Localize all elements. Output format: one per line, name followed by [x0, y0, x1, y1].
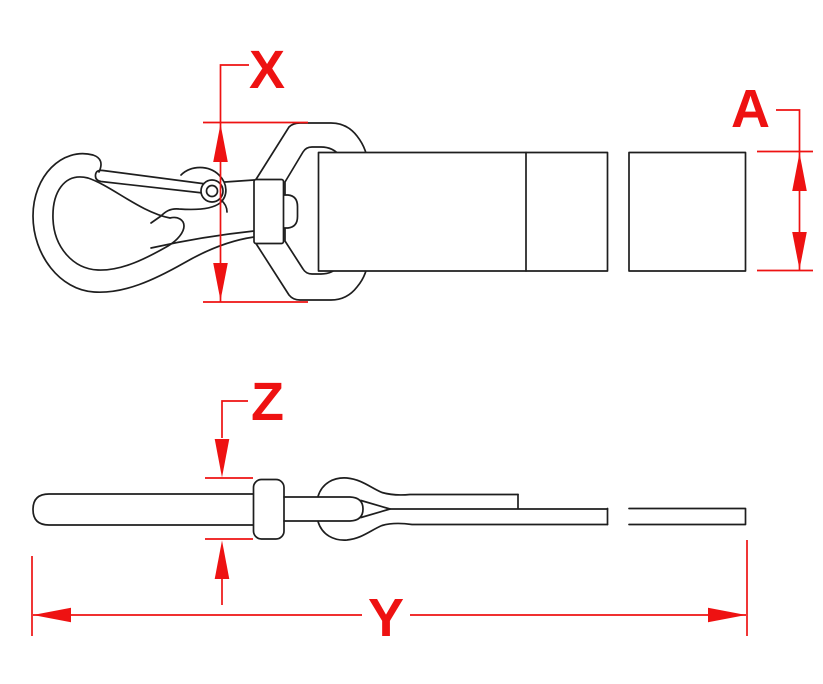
- dim-z-arrow-up: [214, 540, 230, 579]
- top-view: [32, 122, 747, 301]
- boss-body-arc: [220, 199, 228, 213]
- snap-hook-outer-loop: [32, 152, 255, 293]
- snap-hook-inner-opening: [52, 176, 185, 271]
- dim-a-arrow-up: [792, 153, 807, 191]
- eye-top-arc: [317, 477, 519, 498]
- rivet-inner: [205, 184, 219, 198]
- dimension-x: X: [203, 40, 308, 303]
- strap-segment-2: [628, 151, 747, 272]
- rivet-outer: [200, 179, 224, 203]
- dimension-y: Y: [31, 540, 748, 648]
- barrel-bump: [282, 194, 299, 229]
- dim-z-leader: [221, 400, 248, 438]
- swivel-barrel: [253, 178, 285, 245]
- dim-y-arrow-right: [708, 607, 746, 623]
- strap-fold-v: [360, 499, 391, 519]
- dimension-a: A: [731, 79, 813, 272]
- hook-profile-bar: [32, 493, 256, 526]
- strap-profile-segment-2: [628, 507, 747, 526]
- side-view: [32, 477, 747, 541]
- dim-a-label: A: [731, 79, 770, 139]
- dim-x-label: X: [249, 40, 285, 100]
- swivel-stub: [283, 496, 364, 522]
- hook-body-bottom-edge: [150, 230, 255, 249]
- dim-y-label: Y: [368, 588, 404, 648]
- dim-x-arrow-up: [213, 124, 228, 162]
- swivel-collar: [252, 478, 285, 540]
- dim-x-line-and-leader: [219, 64, 249, 302]
- dim-z-arrow-down: [214, 439, 230, 478]
- dim-a-leader: [776, 109, 801, 152]
- strap-segment-1: [317, 151, 609, 272]
- dim-a-arrow-down: [792, 232, 807, 270]
- dim-x-arrow-down: [213, 263, 228, 301]
- dimension-z: Z: [205, 372, 284, 605]
- dim-z-label: Z: [251, 372, 284, 432]
- hook-neck-top-edge: [224, 179, 255, 183]
- dim-y-arrow-left: [33, 607, 71, 623]
- eye-bottom-arc: [317, 520, 609, 541]
- hook-gate: [94, 169, 207, 194]
